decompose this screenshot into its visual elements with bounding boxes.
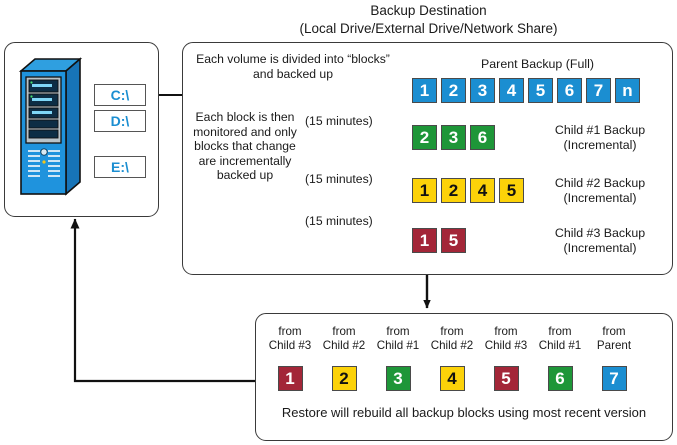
restore-block: 7 bbox=[601, 366, 627, 391]
backup-block: 2 bbox=[412, 125, 437, 150]
restore-item: from Child #2 2 bbox=[322, 325, 366, 391]
restore-block: 6 bbox=[547, 366, 573, 391]
backup-block: 3 bbox=[470, 78, 495, 103]
restore-note: Restore will rebuild all backup blocks u… bbox=[281, 405, 647, 420]
backup-block: 1 bbox=[412, 178, 437, 203]
backup-block: 2 bbox=[441, 178, 466, 203]
restore-item-source: from Child #1 bbox=[376, 325, 420, 352]
backup-block: 7 bbox=[586, 78, 611, 103]
backup-block: 1 bbox=[412, 228, 437, 253]
restore-item: from Child #1 6 bbox=[538, 325, 582, 391]
interval-label-1: (15 minutes) bbox=[305, 114, 373, 128]
title-line-1: Backup Destination bbox=[370, 3, 487, 18]
backup-block: n bbox=[615, 78, 640, 103]
restore-block: 3 bbox=[385, 366, 411, 391]
backup-block: 1 bbox=[412, 78, 437, 103]
backup-block: 3 bbox=[441, 125, 466, 150]
label-parent-backup: Parent Backup (Full) bbox=[481, 57, 594, 71]
label-child-2-backup: Child #2 Backup (Incremental) bbox=[554, 176, 646, 205]
drive-label-e[interactable]: E:\ bbox=[94, 156, 146, 178]
backup-block: 4 bbox=[470, 178, 495, 203]
backup-block: 6 bbox=[557, 78, 582, 103]
restore-block: 4 bbox=[439, 366, 465, 391]
backup-block: 6 bbox=[470, 125, 495, 150]
restore-block: 5 bbox=[493, 366, 519, 391]
backup-block: 5 bbox=[499, 178, 524, 203]
drive-label-d[interactable]: D:\ bbox=[94, 110, 146, 132]
restore-block: 1 bbox=[277, 366, 303, 391]
restore-item-source: from Child #2 bbox=[430, 325, 474, 352]
restore-item: from Child #3 1 bbox=[268, 325, 312, 391]
restore-item: from Child #2 4 bbox=[430, 325, 474, 391]
caption-block-monitored: Each block is then monitored and only bl… bbox=[193, 110, 297, 183]
backup-block: 5 bbox=[441, 228, 466, 253]
label-child-3-backup: Child #3 Backup (Incremental) bbox=[554, 226, 646, 255]
restore-item: from Child #1 3 bbox=[376, 325, 420, 391]
backup-block: 2 bbox=[441, 78, 466, 103]
restore-item-source: from Child #1 bbox=[538, 325, 582, 352]
interval-label-2: (15 minutes) bbox=[305, 172, 373, 186]
backup-block: 4 bbox=[499, 78, 524, 103]
drive-label-c[interactable]: C:\ bbox=[94, 84, 146, 106]
restore-block: 2 bbox=[331, 366, 357, 391]
interval-label-3: (15 minutes) bbox=[305, 214, 373, 228]
restore-item-source: from Child #3 bbox=[268, 325, 312, 352]
backup-block: 5 bbox=[528, 78, 553, 103]
server-tower-icon bbox=[18, 57, 83, 196]
page-title: Backup Destination (Local Drive/External… bbox=[180, 2, 677, 38]
restore-item: from Child #3 5 bbox=[484, 325, 528, 391]
restore-item-source: from Child #2 bbox=[322, 325, 366, 352]
caption-volume-divided: Each volume is divided into “blocks” and… bbox=[196, 52, 390, 81]
label-child-1-backup: Child #1 Backup (Incremental) bbox=[554, 123, 646, 152]
title-line-2: (Local Drive/External Drive/Network Shar… bbox=[299, 21, 558, 36]
restore-item: from Parent 7 bbox=[592, 325, 636, 391]
restore-item-source: from Child #3 bbox=[484, 325, 528, 352]
restore-item-source: from Parent bbox=[596, 325, 632, 352]
